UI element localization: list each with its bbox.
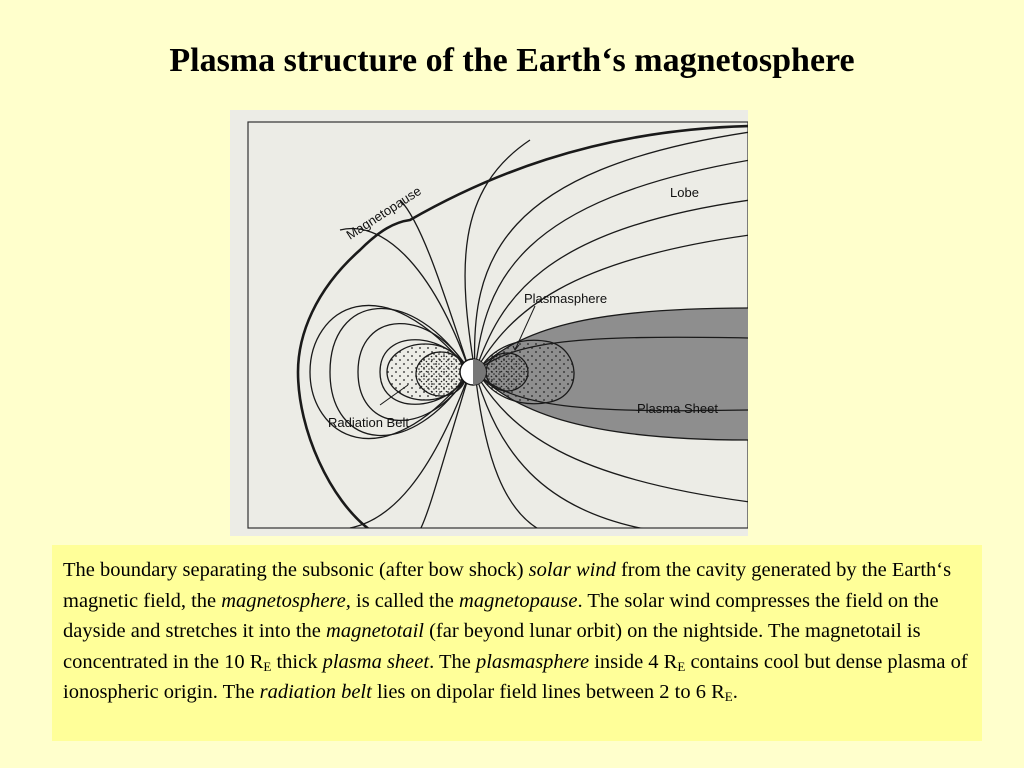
caption-text: . [732,681,738,703]
radiation-belt-night [485,352,529,392]
slide-title: Plasma structure of the Earth‘s magnetos… [169,42,855,79]
caption-emphasis: radiation belt [259,681,372,703]
earth-night-side [473,359,486,385]
label-plasma-sheet: Plasma Sheet [637,401,718,416]
field-line [474,371,644,528]
magnetosphere-diagram: Magnetopause Lobe Plasmasphere Plasma Sh… [230,110,748,536]
field-line [357,323,471,421]
field-line [399,199,471,373]
label-plasmasphere: Plasmasphere [524,291,607,306]
caption-emphasis: solar wind [528,559,616,581]
caption-text: inside 4 R [589,650,678,673]
caption-subscript: E [724,689,733,704]
field-line [474,199,748,373]
caption-text: from the cavity generated by the Earth‘s… [63,559,952,612]
caption-box: The boundary separating the subsonic (af… [52,545,982,741]
field-line [474,159,748,373]
field-line [420,371,471,528]
field-line [473,131,748,373]
caption-emphasis: plasma sheet [322,650,430,673]
caption-emphasis: magnetosphere, [221,589,351,612]
caption-text: lies on dipolar field lines between 2 to… [371,681,725,703]
field-line [329,307,471,437]
caption-text: The boundary separating the subsonic (af… [63,559,529,581]
plasmasphere-arrowhead [512,344,520,351]
caption-text: . The solar wind compresses the field on… [63,589,939,643]
field-line [379,339,471,405]
caption-text: contains cool but dense plasma of ionosp… [63,650,968,704]
radiation-belt-day [415,351,467,397]
magnetosphere-svg: Magnetopause Lobe Plasmasphere Plasma Sh… [247,121,748,529]
caption-text: thick [271,650,323,673]
field-line [474,371,748,503]
field-line [339,228,471,373]
diagram-frame [247,121,748,529]
caption-emphasis: plasmasphere [475,650,590,673]
label-radiation-belt: Radiation Belt [328,415,409,430]
caption-emphasis: magnetopause [459,589,578,612]
caption-text: is called the [350,589,460,612]
label-lobe: Lobe [670,185,699,200]
caption-text: (far beyond lunar orbit) on the nightsid… [63,620,921,673]
caption-subscript: E [677,658,686,674]
field-line [474,371,539,528]
label-magnetopause: Magnetopause [343,183,423,242]
magnetopause-boundary [296,124,748,528]
plasmasphere-arrow [514,305,536,351]
caption-emphasis: magnetotail [326,620,424,642]
radiation-belt-arrow [379,384,409,406]
caption-subscript: E [263,658,272,674]
field-line [474,234,748,373]
field-line [464,139,531,373]
caption-text: . The [429,650,476,673]
field-line [349,371,471,528]
